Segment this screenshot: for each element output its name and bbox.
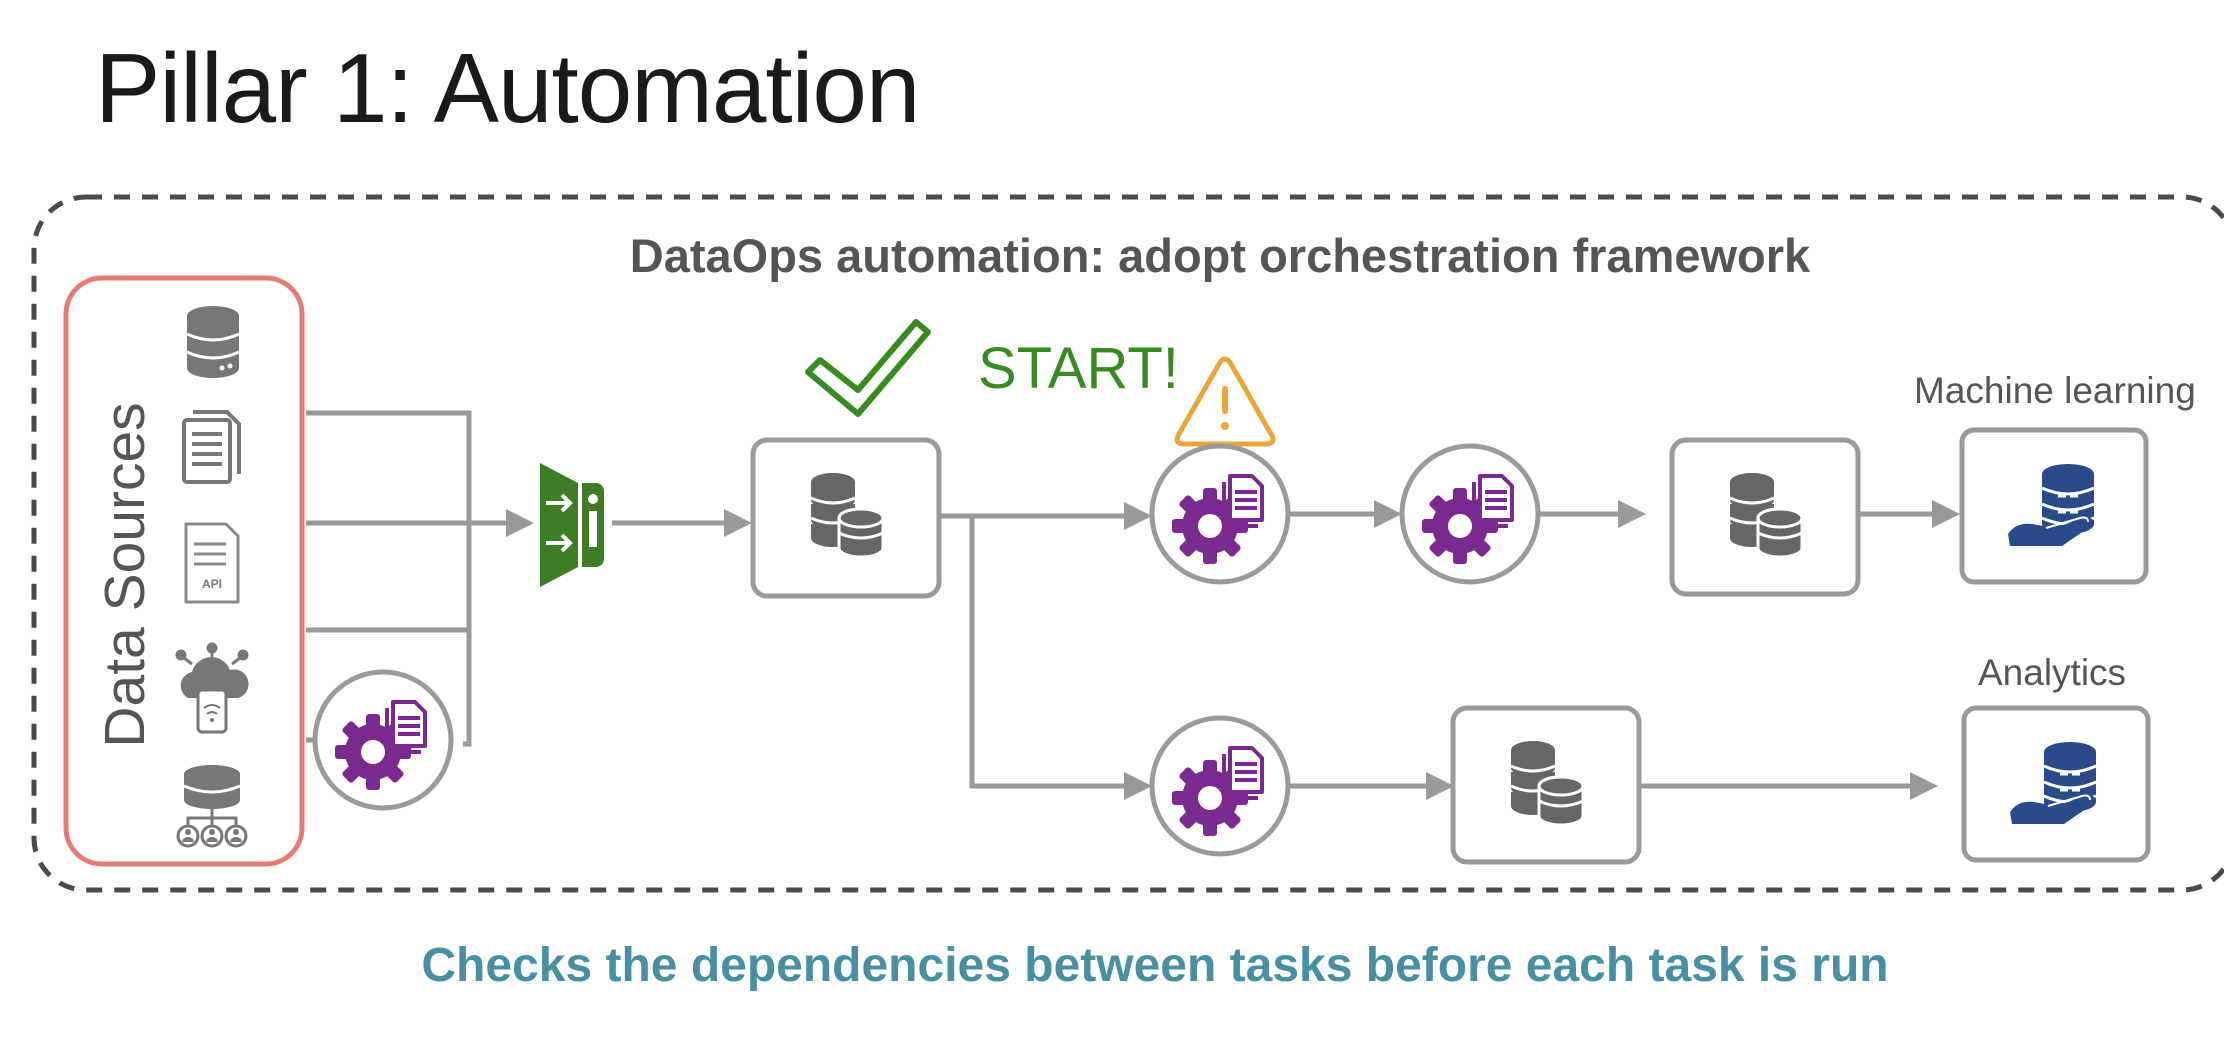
task-gear-icon [1152,718,1288,854]
analytics-label: Analytics [1978,652,2127,693]
document-icon [182,410,241,484]
diagram-heading: DataOps automation: adopt orchestration … [629,229,1811,282]
machine-learning-label: Machine learning [1914,370,2196,411]
task-gear-icon [315,672,451,808]
task-gear-icon [1402,446,1538,582]
dataops-frame [31,194,2224,893]
task-gear-icon [1152,446,1288,582]
data-sources-panel [63,275,305,867]
api-doc-text: API [202,577,222,591]
cloud-device-icon [175,642,249,734]
page-title: Pillar 1: Automation [95,33,920,143]
warning-icon [1174,356,1276,447]
arrow-head [506,509,534,537]
checkmark-icon [805,319,931,417]
footer-caption: Checks the dependencies between tasks be… [421,939,1889,992]
ingest-gateway-icon [540,463,604,587]
api-document-icon: API [184,522,240,604]
shared-database-icon [176,765,248,848]
database-server-icon [186,306,240,378]
source-connectors [306,410,508,747]
start-label: START! [978,336,1179,401]
